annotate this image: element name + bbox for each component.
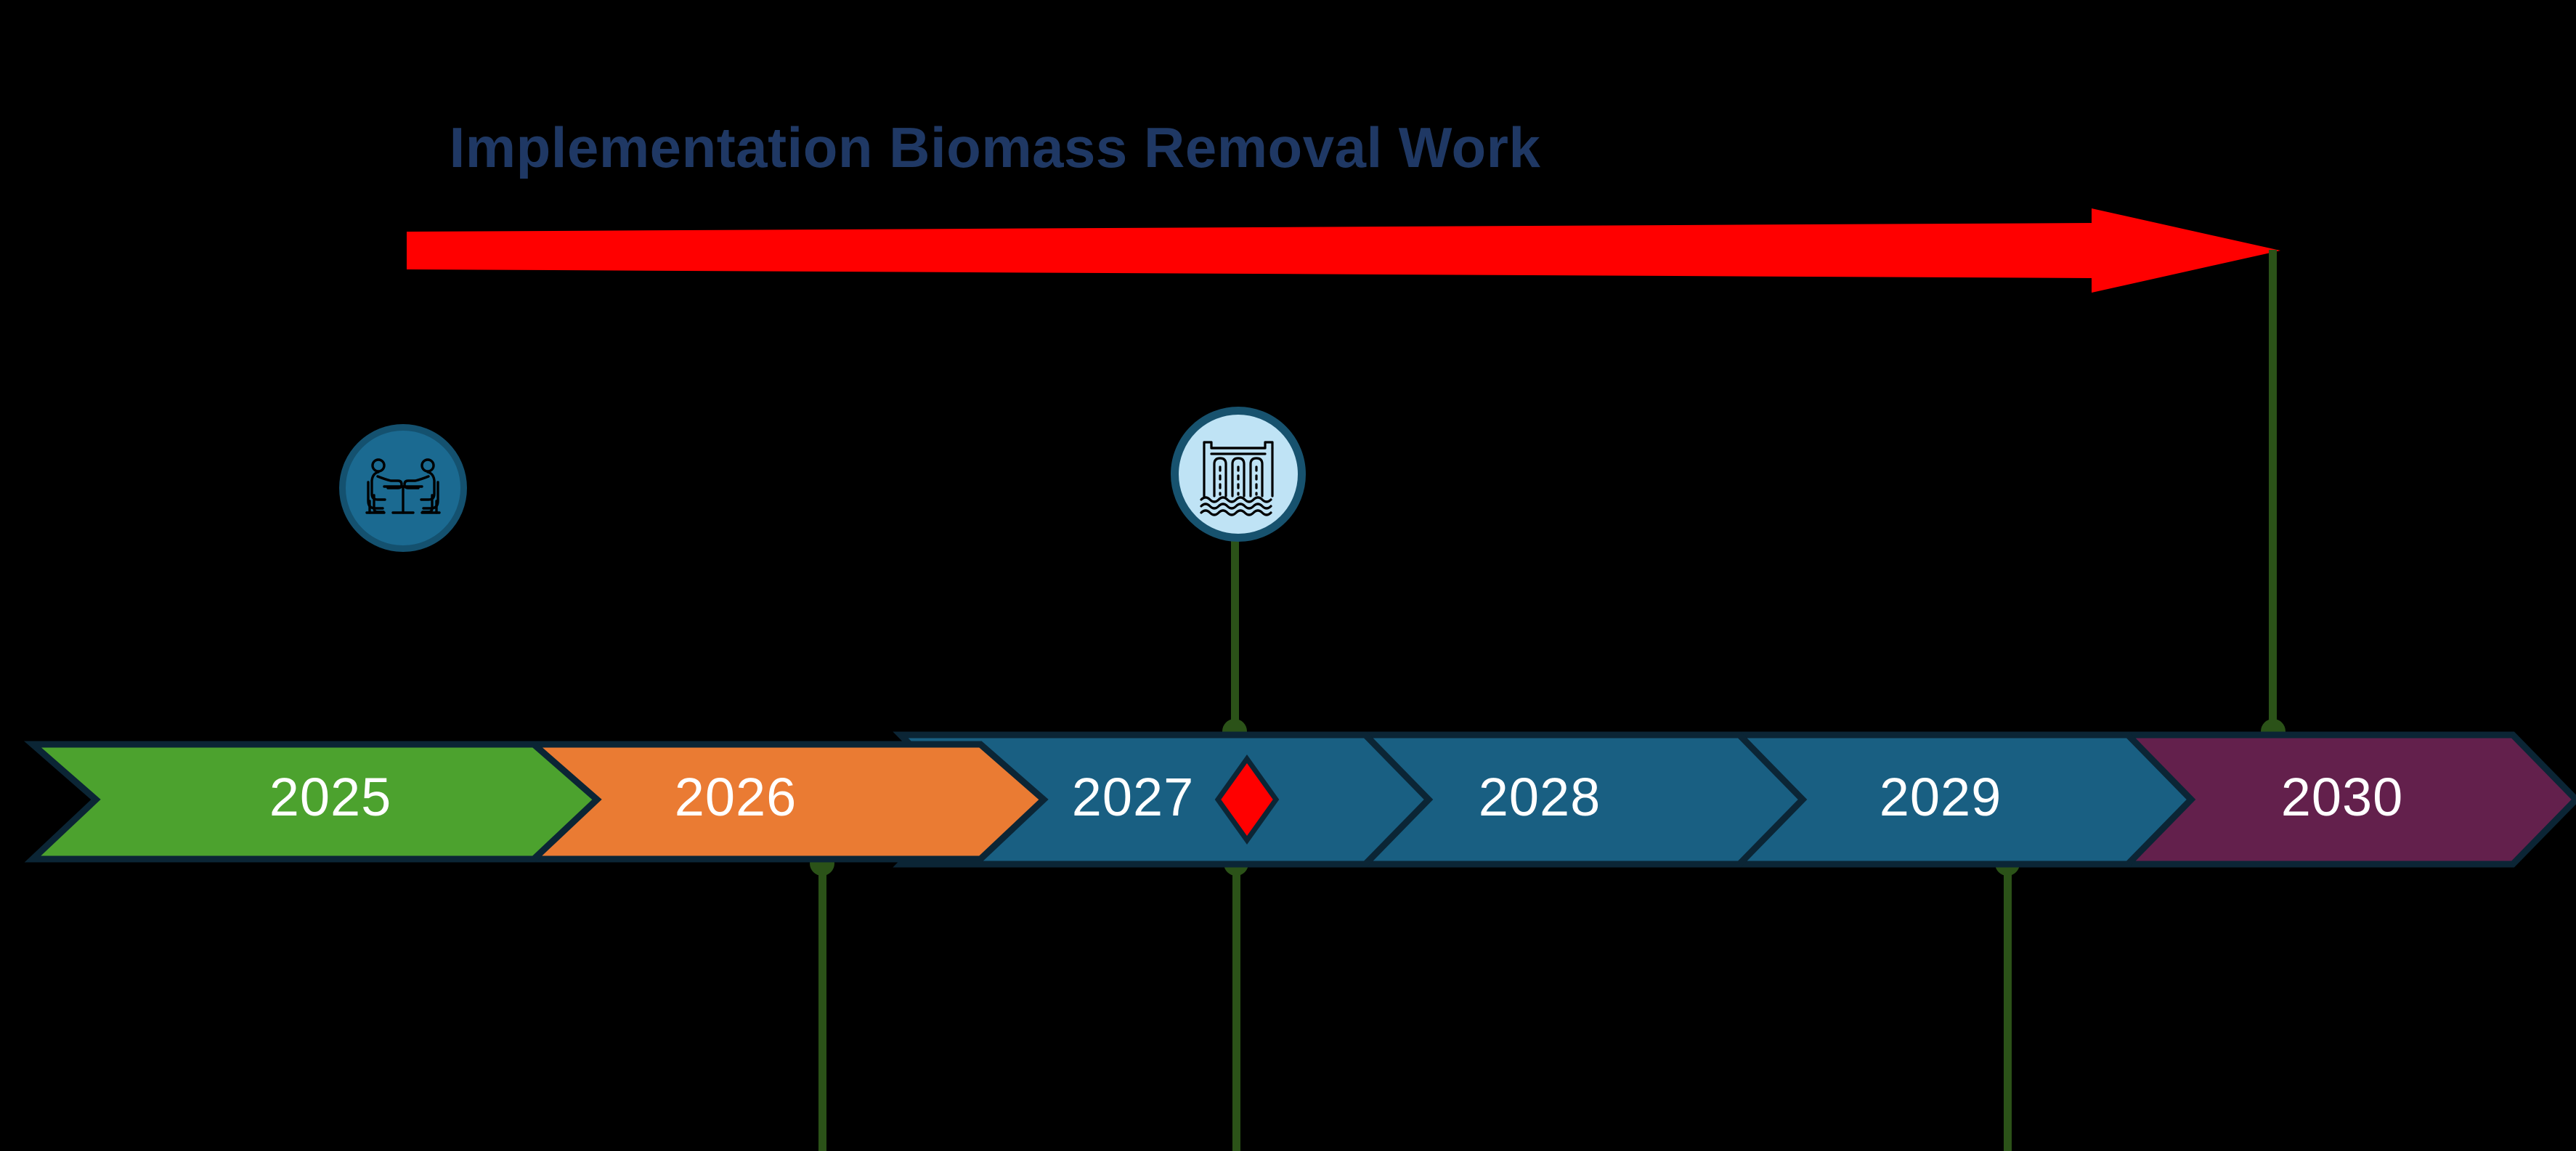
page-title: Implementation Biomass Removal Work: [449, 115, 1541, 179]
dam-icon[interactable]: [1171, 407, 1306, 542]
timeline-label-2029: 2029: [1879, 767, 2002, 827]
timeline-label-2030: 2030: [2280, 767, 2404, 827]
hydroelectric-dam-glyph: [1200, 441, 1274, 516]
meeting-icon[interactable]: [339, 424, 467, 552]
connector-line-dam-icon: [1231, 539, 1239, 733]
connector-line-2029-down: [2004, 861, 2012, 1151]
milestone-diamond-2027[interactable]: [1214, 754, 1280, 845]
timeline-label-2027: 2027: [1071, 767, 1195, 827]
timeline-chevron-bar: [24, 731, 2576, 868]
timeline-segment-2025[interactable]: [24, 741, 602, 863]
timeline-label-2025: 2025: [269, 767, 392, 827]
two-people-at-table-glyph: [365, 458, 441, 514]
connector-line-2027-down: [1232, 861, 1240, 1151]
timeline-label-2028: 2028: [1478, 767, 1601, 827]
implementation-span-arrow: [407, 208, 2280, 293]
timeline-label-2026: 2026: [674, 767, 797, 827]
connector-line-2030-arrowhead: [2269, 250, 2277, 735]
connector-line-2026-down: [818, 861, 826, 1151]
